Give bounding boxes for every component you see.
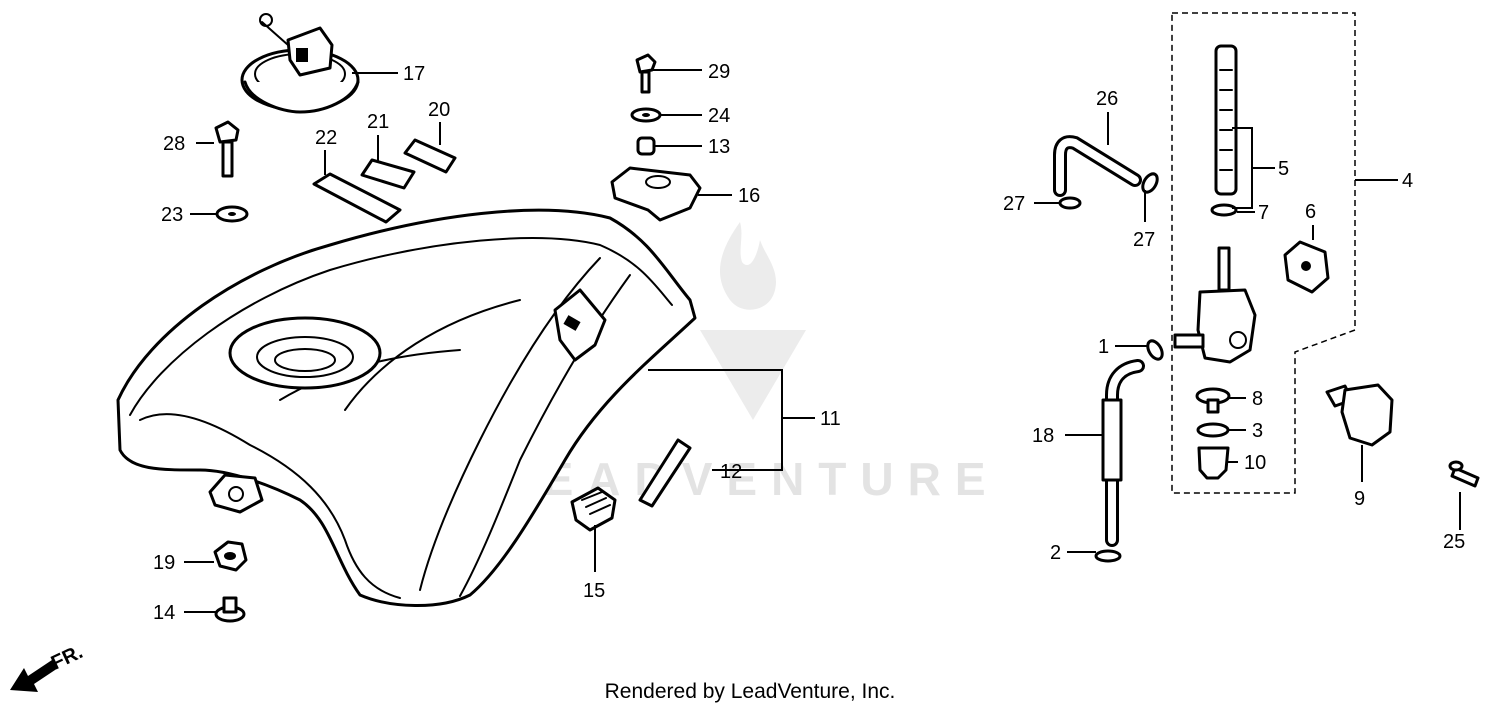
clip-15: [570, 486, 617, 532]
callout-27a: 27: [1003, 193, 1025, 215]
bracket-16: [610, 166, 702, 222]
tube-26: [1053, 135, 1142, 197]
callout-11: 11: [820, 408, 841, 430]
callout-4: 4: [1402, 170, 1413, 192]
callout-24: 24: [708, 105, 730, 127]
clip-1: [1146, 339, 1164, 361]
callout-10: 10: [1244, 452, 1266, 474]
leader-lines: [184, 69, 1461, 613]
callout-29: 29: [708, 61, 730, 83]
hose-18: [1101, 359, 1145, 547]
callout-13: 13: [708, 136, 730, 158]
o-ring-3: [1196, 422, 1230, 438]
watermark-text: LEADVENTURE: [500, 453, 999, 505]
callout-5: 5: [1278, 158, 1289, 180]
rubber-12: [638, 438, 692, 508]
callout-9: 9: [1354, 488, 1365, 510]
cup-10: [1197, 446, 1230, 480]
callout-2: 2: [1050, 542, 1061, 564]
fuel-valve: [1173, 246, 1257, 364]
collar-14: [214, 596, 246, 623]
watermark-chevron-icon: [700, 330, 806, 420]
washer-24: [630, 107, 662, 123]
callouts: 17 22 21 20 28 23 29 24 13 16 11 12 15 1…: [153, 61, 1465, 624]
callout-7: 7: [1258, 202, 1269, 224]
callout-14: 14: [153, 602, 175, 624]
callout-12: 12: [720, 461, 742, 483]
callout-6: 6: [1305, 201, 1316, 223]
callout-3: 3: [1252, 420, 1263, 442]
callout-27b: 27: [1133, 229, 1155, 251]
footer-credit: Rendered by LeadVenture, Inc.: [604, 680, 896, 703]
assembly-4-outline: [1171, 12, 1356, 494]
callout-16: 16: [738, 185, 760, 207]
watermark-flame-icon: [719, 222, 777, 310]
fuel-cap: [240, 13, 360, 114]
callout-18: 18: [1032, 425, 1054, 447]
callout-17: 17: [403, 63, 425, 85]
cushion-19: [213, 540, 248, 572]
callout-22: 22: [315, 127, 337, 149]
decals: [312, 138, 457, 224]
bolt-29: [635, 53, 657, 94]
callout-15: 15: [583, 580, 605, 602]
clip-27b: [1141, 172, 1159, 194]
strainer-5: [1214, 44, 1238, 196]
clip-2: [1094, 549, 1122, 563]
callout-8: 8: [1252, 388, 1263, 410]
lever-6: [1283, 240, 1330, 294]
knob-9: [1325, 383, 1394, 447]
callout-20: 20: [428, 99, 450, 121]
screw-25: [1448, 460, 1480, 488]
o-ring-7: [1210, 203, 1238, 217]
callout-1: 1: [1098, 336, 1109, 358]
callout-25: 25: [1443, 531, 1465, 553]
callout-28: 28: [163, 133, 185, 155]
collar-13: [636, 136, 656, 156]
clip-27a: [1058, 196, 1082, 210]
washer-23: [215, 205, 249, 223]
fuel-tank: [116, 208, 697, 607]
packing-8: [1195, 387, 1231, 414]
callout-23: 23: [161, 204, 183, 226]
callout-21: 21: [367, 111, 389, 133]
bolt-28: [214, 120, 240, 178]
callout-26: 26: [1096, 88, 1118, 110]
callout-19: 19: [153, 552, 175, 574]
front-arrow-icon: [10, 660, 58, 692]
